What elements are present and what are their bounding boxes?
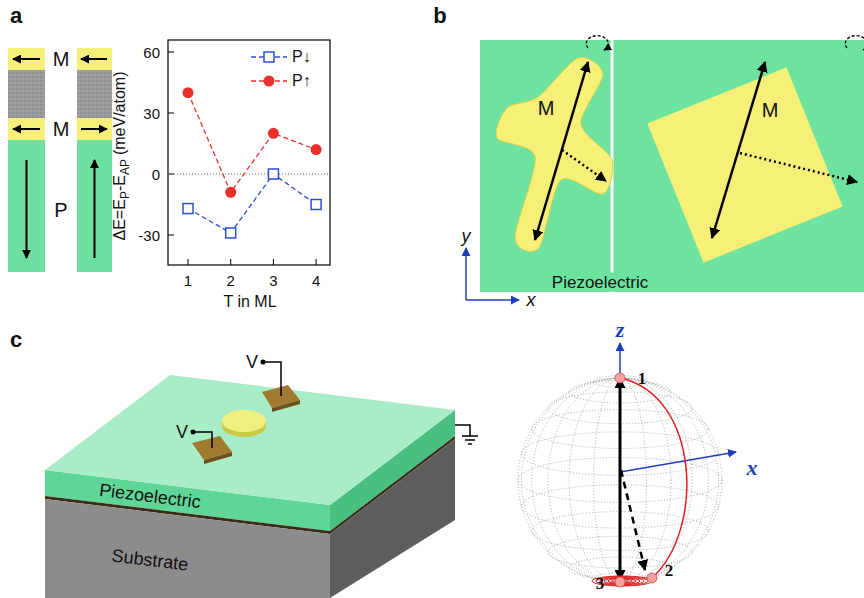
device-parts bbox=[191, 360, 479, 465]
shape-outline bbox=[493, 52, 615, 252]
legend-entry: P↑ bbox=[250, 72, 311, 90]
node-label: M bbox=[762, 100, 779, 120]
tick-label: 0 bbox=[152, 167, 160, 182]
text-label: M bbox=[53, 49, 70, 69]
text-label: 2 bbox=[665, 562, 674, 579]
line-chart bbox=[168, 40, 330, 265]
text-label: P bbox=[54, 200, 67, 220]
layer-stack bbox=[8, 48, 45, 272]
tick-label: 2 bbox=[227, 273, 235, 288]
panel-letter: a bbox=[10, 5, 22, 27]
axis-title-part: (meV/atom) bbox=[111, 72, 128, 156]
text-label: M bbox=[53, 119, 70, 139]
legend-sample bbox=[250, 73, 288, 89]
node-label: M bbox=[538, 98, 555, 118]
legend-sample bbox=[250, 49, 288, 65]
text-label: y bbox=[462, 227, 471, 245]
axis-title-part: AP bbox=[118, 159, 132, 175]
shape-outline bbox=[647, 67, 843, 263]
layer-stack bbox=[77, 48, 112, 272]
bloch-sphere bbox=[518, 343, 736, 587]
axis-title-part: P bbox=[118, 191, 132, 199]
tick-label: 3 bbox=[269, 273, 277, 288]
legend-text: P↑ bbox=[292, 72, 311, 90]
magnet-element: M bbox=[647, 67, 843, 263]
legend-entry: P↓ bbox=[250, 48, 311, 66]
axis-title-part: -E bbox=[111, 175, 128, 191]
text-label: x bbox=[527, 291, 536, 309]
axis-title-part: ΔE=E bbox=[111, 199, 128, 240]
tick-label: -30 bbox=[138, 227, 160, 242]
panel-letter: c bbox=[10, 329, 22, 351]
magnetization-arrows bbox=[535, 36, 864, 240]
text-label: z bbox=[616, 319, 625, 341]
tick-label: 1 bbox=[184, 273, 192, 288]
tick-label: 30 bbox=[143, 106, 160, 121]
tick-label: 60 bbox=[143, 45, 160, 60]
substrate-block: Substrate bbox=[40, 430, 460, 598]
panel-letter: b bbox=[433, 5, 446, 27]
legend-text: P↓ bbox=[292, 48, 311, 66]
axis-title: ΔE=EP-EAP (meV/atom) bbox=[112, 72, 131, 241]
text-label: 3 bbox=[596, 575, 605, 592]
text-label: V bbox=[176, 423, 188, 441]
node-label: Piezoelectric bbox=[549, 273, 651, 292]
axes-arrows bbox=[466, 248, 519, 300]
text-label: T in ML bbox=[223, 294, 276, 310]
text-label: x bbox=[747, 457, 758, 479]
text-label: 1 bbox=[638, 370, 647, 387]
piezoelectric-ground: Piezoelectric M M bbox=[480, 40, 864, 292]
shape-outline bbox=[40, 430, 460, 598]
tick-label: 4 bbox=[312, 273, 320, 288]
text-label: V bbox=[246, 353, 258, 371]
magnet-element: M bbox=[493, 52, 615, 252]
